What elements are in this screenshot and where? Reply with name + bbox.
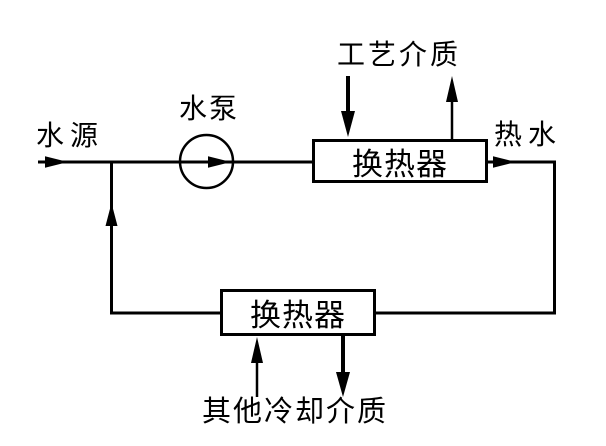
heat-exchanger-bottom-label: 换热器 — [250, 298, 346, 334]
return-line — [110, 163, 220, 315]
other-cooling-medium-label: 其他冷却介质 — [202, 394, 389, 428]
process-medium-label: 工艺介质 — [337, 38, 462, 71]
process-medium-out-arrow-up-icon — [446, 76, 458, 102]
heat-exchanger-bottom-box: 换热器 — [220, 289, 376, 336]
hot-water-arrow-right-icon — [493, 156, 516, 168]
process-medium-in-arrow-down-icon — [341, 111, 355, 137]
pump-circle — [178, 133, 235, 190]
water-pump-label: 水泵 — [179, 92, 240, 125]
cooling-medium-out-arrow-down-icon — [336, 372, 350, 397]
supply-arrow-right-icon — [45, 156, 68, 168]
hot-water-label: 热水 — [494, 118, 563, 151]
pump-arrow-icon — [208, 156, 231, 168]
heat-exchanger-top-label: 换热器 — [352, 146, 448, 183]
water-source-label: 水源 — [36, 119, 105, 152]
hot-water-line — [376, 160, 556, 315]
heat-exchanger-top-box: 换热器 — [312, 139, 488, 183]
return-arrow-up-icon — [105, 203, 118, 226]
cooling-medium-in-arrow-up-icon — [251, 337, 263, 363]
